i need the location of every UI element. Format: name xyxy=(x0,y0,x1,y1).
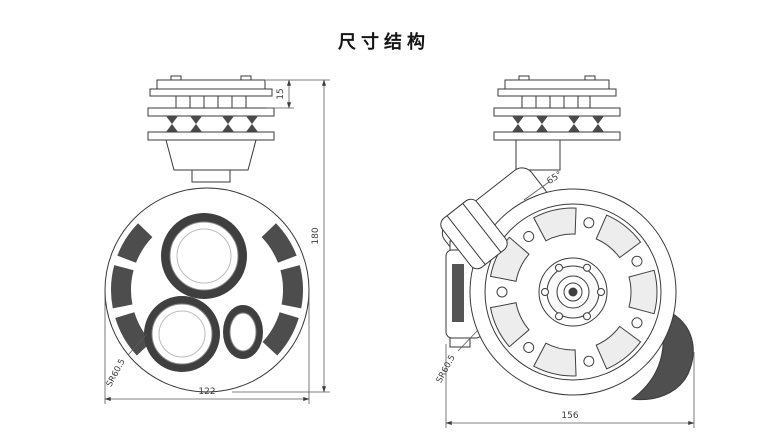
bracket-slot xyxy=(452,264,464,322)
mount-screw xyxy=(170,75,182,81)
bracket-tab xyxy=(449,337,471,348)
yaw-neck xyxy=(191,169,231,183)
damper-top-plate xyxy=(147,107,275,117)
ir-lens-inner xyxy=(158,310,206,358)
mount-screw xyxy=(584,75,596,81)
yaw-stub xyxy=(515,139,561,171)
front-sr-text: SR60.5 xyxy=(105,357,128,388)
sphere-side-vents xyxy=(111,223,303,356)
side-view xyxy=(440,75,694,401)
eo-lens xyxy=(169,221,239,291)
roll-motor xyxy=(440,198,508,270)
yaw-motor-housing xyxy=(165,139,257,171)
mount-screw xyxy=(240,75,252,81)
mount-screw xyxy=(518,75,530,81)
wheel-inner-ring xyxy=(484,203,662,381)
dim-156-text: 156 xyxy=(561,411,578,421)
eo-lens-inner xyxy=(176,228,232,284)
angle-65-text: 65° xyxy=(545,170,564,187)
dimension-15: 15 xyxy=(266,79,294,109)
mount-flange xyxy=(149,88,273,97)
riser-ribs xyxy=(189,96,233,108)
mount-flange xyxy=(497,88,617,97)
riser-ribs xyxy=(535,96,579,108)
front-view xyxy=(104,75,310,393)
dimension-180: 180 xyxy=(232,79,330,393)
mount-riser xyxy=(175,95,247,109)
dim-15-text: 15 xyxy=(276,88,286,99)
mount-riser xyxy=(521,95,591,109)
shock-dampers xyxy=(166,116,258,132)
dimension-156: 156 xyxy=(445,344,695,428)
ir-lens xyxy=(151,303,213,365)
dimension-122: 122 xyxy=(104,294,310,404)
damper-bottom-plate xyxy=(493,131,621,141)
aux-lens xyxy=(229,312,257,352)
mount-plate xyxy=(156,79,266,90)
damper-top-plate xyxy=(493,107,621,117)
damper-bottom-plate xyxy=(147,131,275,141)
page-title: 尺寸结构 xyxy=(338,32,430,53)
dim-122-text: 122 xyxy=(198,387,215,397)
wheel-hub xyxy=(538,257,608,327)
shock-dampers xyxy=(512,116,604,132)
mount-plate xyxy=(504,79,610,90)
dim-180-text: 180 xyxy=(311,227,321,244)
